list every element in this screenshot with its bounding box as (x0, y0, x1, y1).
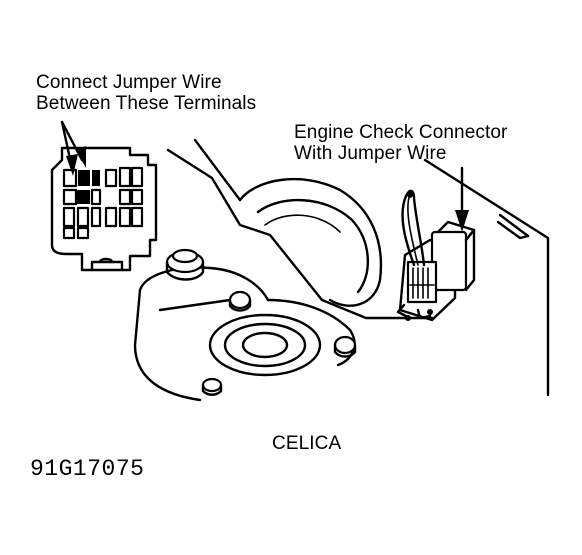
figure-code: 91G17075 (30, 456, 145, 482)
reservoir-cap (165, 248, 205, 281)
connector-pointer-arrow (455, 166, 469, 232)
fender-panel (166, 138, 550, 397)
booster-assembly (133, 266, 356, 402)
jumper-wire (401, 189, 426, 267)
engine-check-callout-line1: Engine Check Connector (294, 122, 508, 143)
jumper-callout: Connect Jumper Wire Between These Termin… (36, 72, 256, 114)
engine-check-connector (396, 220, 476, 322)
jumper-callout-line1: Connect Jumper Wire (36, 72, 222, 93)
jumper-callout-line2: Between These Terminals (36, 93, 257, 114)
terminal-pointer-arrows (60, 120, 86, 176)
engine-check-callout-line2: With Jumper Wire (294, 143, 447, 164)
bolt-heads (201, 290, 357, 396)
model-label: CELICA (272, 433, 342, 454)
terminal-diagram (50, 146, 158, 272)
strut-tower (238, 177, 383, 307)
engine-check-callout: Engine Check Connector With Jumper Wire (294, 122, 507, 164)
